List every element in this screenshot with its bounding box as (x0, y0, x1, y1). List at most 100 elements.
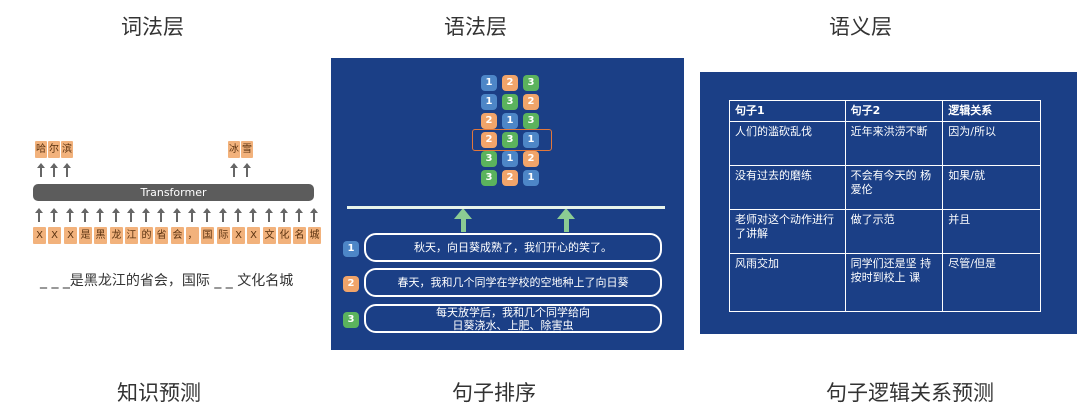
order-cell: 2 (523, 151, 539, 167)
syntactic-heading: 语法层 (444, 15, 507, 39)
table-cell: 尽管/但是 (942, 253, 1041, 312)
order-cell: 1 (523, 132, 539, 148)
token-box: 文 (263, 227, 276, 244)
order-cell: 3 (502, 94, 518, 110)
table-cell: 近年来洪涝不断 (844, 121, 944, 166)
table-cell: 风雨交加 (729, 253, 846, 312)
logic-caption: 句子逻辑关系预测 (826, 381, 994, 405)
up-arrow-icon (230, 163, 238, 177)
up-arrow-icon (280, 208, 288, 222)
order-cell: 3 (502, 132, 518, 148)
token-box: 是 (79, 227, 92, 244)
token-box: 的 (140, 227, 153, 244)
token-box: 国 (201, 227, 214, 244)
table-row: 人们的滥砍乱伐 近年来洪涝不断 因为/所以 (729, 121, 1041, 166)
token-box: 际 (217, 227, 230, 244)
up-arrow-icon (50, 208, 58, 222)
table-row: 老师对这个动作进行了讲解 做了示范 并且 (729, 209, 1041, 254)
order-cell: 1 (523, 170, 539, 186)
up-arrow-icon (35, 208, 43, 222)
up-arrow-icon (310, 208, 318, 222)
token-box: 会 (171, 227, 184, 244)
order-cell: 1 (481, 94, 497, 110)
token-box: 江 (125, 227, 138, 244)
order-cell: 2 (481, 132, 497, 148)
token-box: X (64, 227, 77, 244)
column-header: 逻辑关系 (942, 100, 1041, 122)
token-box: 雪 (241, 141, 253, 158)
token-box: 龙 (110, 227, 123, 244)
token-box: 冰 (228, 141, 240, 158)
table-row: 风雨交加 同学们还是坚 持按时到校上 课 尽管/但是 (729, 253, 1041, 312)
sentence-box: 每天放学后，我和几个同学给向日葵浇水、上肥、除害虫 (364, 304, 662, 333)
table-cell: 并且 (942, 209, 1041, 254)
order-cell: 3 (523, 75, 539, 91)
order-cell: 3 (523, 113, 539, 129)
order-cell: 2 (481, 113, 497, 129)
masked-sentence: _ _ _是黑龙江的省会，国际 _ _ 文化名城 (40, 273, 294, 289)
token-box: 尔 (48, 141, 60, 158)
table-cell: 如果/就 (942, 165, 1041, 210)
up-arrow-icon (219, 208, 227, 222)
table-cell: 没有过去的磨练 (729, 165, 846, 210)
table-cell: 老师对这个动作进行了讲解 (729, 209, 846, 254)
order-cell: 2 (523, 94, 539, 110)
token-box: X (232, 227, 245, 244)
up-arrow-icon (265, 208, 273, 222)
selected-permutation-box (472, 129, 552, 151)
table-row: 没有过去的磨练 不会有今天的 杨爱伦 如果/就 (729, 165, 1041, 210)
up-arrow-icon (188, 208, 196, 222)
up-arrow-icon (243, 163, 251, 177)
order-cell: 2 (502, 170, 518, 186)
order-cell: 1 (502, 151, 518, 167)
token-box: 滨 (61, 141, 73, 158)
logic-table: 句子1 句子2 逻辑关系 人们的滥砍乱伐 近年来洪涝不断 因为/所以 没有过去的… (729, 100, 1041, 312)
up-arrow-icon (142, 208, 150, 222)
token-box: X (48, 227, 61, 244)
lexical-heading: 词法层 (121, 15, 184, 39)
token-box: 化 (278, 227, 291, 244)
ordering-caption: 句子排序 (452, 381, 536, 405)
token-box: X (247, 227, 260, 244)
up-arrow-icon (249, 208, 257, 222)
order-cell: 3 (481, 170, 497, 186)
token-box: 哈 (35, 141, 47, 158)
table-cell: 不会有今天的 杨爱伦 (844, 165, 944, 210)
up-arrow-icon (234, 208, 242, 222)
up-arrow-icon (127, 208, 135, 222)
transformer-block: Transformer (33, 184, 314, 201)
divider-line (347, 206, 665, 209)
up-arrow-icon (454, 208, 472, 232)
token-box: 城 (308, 227, 321, 244)
logic-panel: 句子1 句子2 逻辑关系 人们的滥砍乱伐 近年来洪涝不断 因为/所以 没有过去的… (700, 72, 1077, 334)
table-cell: 做了示范 (844, 209, 944, 254)
semantic-heading: 语义层 (829, 15, 892, 39)
knowledge-caption: 知识预测 (117, 381, 201, 405)
order-cell: 1 (481, 75, 497, 91)
sentence-number-badge: 1 (343, 241, 359, 257)
column-header: 句子2 (844, 100, 944, 122)
up-arrow-icon (96, 208, 104, 222)
sentence-box: 春天，我和几个同学在学校的空地种上了向日葵 (364, 268, 662, 297)
up-arrow-icon (81, 208, 89, 222)
sentence-box: 秋天，向日葵成熟了，我们开心的笑了。 (364, 233, 662, 262)
up-arrow-icon (173, 208, 181, 222)
order-cell: 1 (502, 113, 518, 129)
up-arrow-icon (112, 208, 120, 222)
token-box: 名 (293, 227, 306, 244)
up-arrow-icon (557, 208, 575, 232)
token-box: X (33, 227, 46, 244)
table-header-row: 句子1 句子2 逻辑关系 (729, 100, 1041, 122)
up-arrow-icon (203, 208, 211, 222)
table-cell: 人们的滥砍乱伐 (729, 121, 846, 166)
sentence-number-badge: 3 (343, 312, 359, 328)
up-arrow-icon (50, 163, 58, 177)
sentence-number-badge: 2 (343, 276, 359, 292)
order-cell: 3 (481, 151, 497, 167)
table-cell: 同学们还是坚 持按时到校上 课 (844, 253, 944, 312)
table-cell: 因为/所以 (942, 121, 1041, 166)
up-arrow-icon (37, 163, 45, 177)
up-arrow-icon (63, 163, 71, 177)
token-box: 黑 (94, 227, 107, 244)
